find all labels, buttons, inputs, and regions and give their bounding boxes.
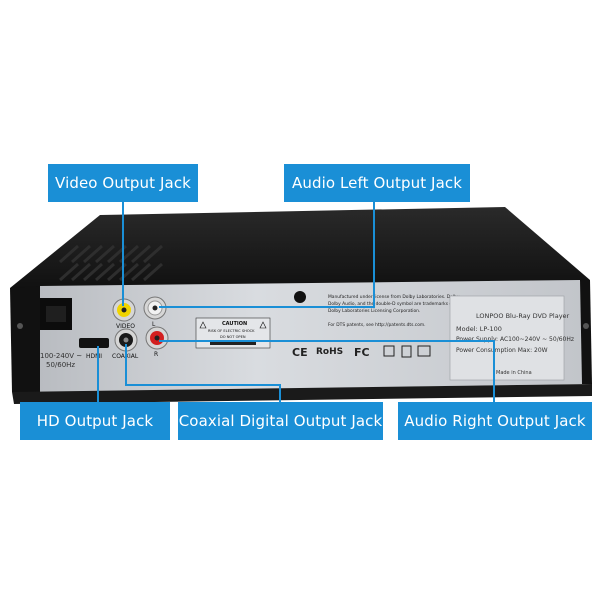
leader-audio-left (159, 202, 375, 308)
svg-text:Model: LP-100: Model: LP-100 (456, 325, 502, 333)
svg-text:RISK OF ELECTRIC SHOCK: RISK OF ELECTRIC SHOCK (208, 329, 255, 333)
side-screw-right (583, 323, 589, 329)
device-left-side (10, 286, 40, 392)
leader-audio-right (159, 340, 495, 402)
svg-text:LONPOO Blu-Ray DVD Player: LONPOO Blu-Ray DVD Player (476, 312, 570, 320)
video-jack-label: VIDEO (116, 323, 135, 330)
power-rating-line2: 50/60Hz (46, 361, 75, 369)
rohs-mark: RoHS (316, 347, 343, 357)
leader-lines (97, 202, 495, 402)
svg-text:For DTS patents, see http://pa: For DTS patents, see http://patents.dts.… (328, 322, 426, 328)
video-output-callout: Video Output Jack (48, 164, 198, 202)
leader-coaxial (125, 344, 281, 402)
device-bottom-edge (12, 384, 592, 404)
svg-text:Power Supply: AC100~240V ~ 50/: Power Supply: AC100~240V ~ 50/60Hz (456, 336, 574, 343)
hd-output-callout: HD Output Jack (20, 402, 170, 440)
audio-right-jack-label: R (154, 351, 158, 358)
svg-text:Dolby Laboratories Licensing C: Dolby Laboratories Licensing Corporation… (328, 308, 420, 314)
audio-right-output-callout: Audio Right Output Jack (398, 402, 592, 440)
device-right-side (580, 280, 592, 384)
svg-text:Power Consumption Max: 20W: Power Consumption Max: 20W (456, 347, 548, 354)
audio-left-jack-label: L (152, 321, 156, 328)
svg-text:Made in China: Made in China (496, 370, 532, 376)
recycle-bin-icon (417, 345, 431, 357)
svg-text:CAUTION: CAUTION (222, 321, 247, 327)
recycle-icon (383, 345, 395, 357)
fc-mark: FC (354, 346, 370, 359)
audio-left-output-callout: Audio Left Output Jack (284, 164, 470, 202)
caution-label: CAUTION RISK OF ELECTRIC SHOCK DO NOT OP… (195, 317, 271, 349)
svg-text:DO NOT OPEN: DO NOT OPEN (220, 335, 246, 339)
side-screw-left (17, 323, 23, 329)
license-text: Manufactured under license from Dolby La… (328, 294, 461, 328)
vent-slots (59, 244, 163, 282)
svg-text:Manufactured under license fro: Manufactured under license from Dolby La… (328, 294, 461, 300)
product-label: LONPOO Blu-Ray DVD Player Model: LP-100 … (449, 295, 574, 381)
svg-text:Dolby Audio, and the double-D: Dolby Audio, and the double-D symbol are… (328, 301, 454, 307)
hdmi-port (79, 338, 109, 348)
coaxial-output-callout: Coaxial Digital Output Jack (178, 402, 383, 440)
device-top-lid (10, 207, 590, 300)
bin-icon (401, 345, 412, 358)
screw (294, 291, 306, 303)
hdmi-port-label: HDMI (86, 353, 102, 360)
certification-marks: CE RoHS FC (292, 345, 431, 359)
ce-mark: CE (292, 346, 308, 359)
power-rating-line1: 100-240V ~ (40, 352, 82, 360)
